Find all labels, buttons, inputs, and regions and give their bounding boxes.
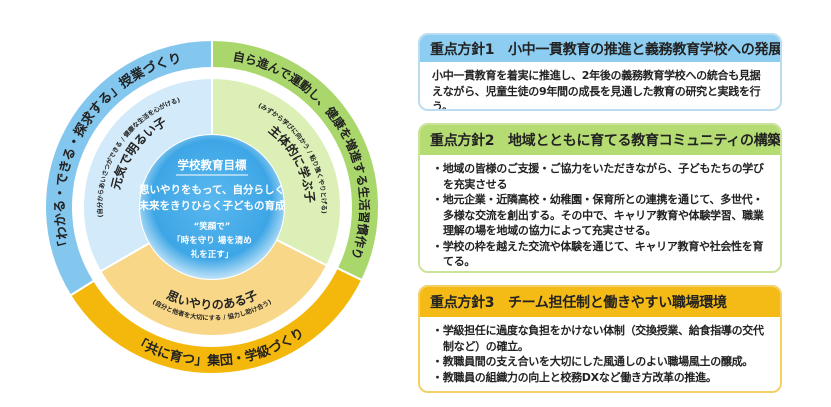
outer-segment-orange [69,266,364,375]
policy-item: 学校の枠を越えた交流や体験を通じて、キャリア教育や社会性を育てる。 [432,239,770,270]
goal-line-1: 思いやりをもって、自分らしく [139,183,285,196]
policy-title: 重点方針1 小中一貫教育の推進と義務教育学校への発展 [420,35,780,62]
policy-item: 学級担任に過度な負担をかけない体制（交換授業、給食指導の交代制など）の確立。 [432,323,770,354]
policy-item: 教職員の組織力の向上と校務DXなど働き方改革の推進。 [432,370,770,386]
policy-card-1: 重点方針1 小中一貫教育の推進と義務教育学校への発展 小中一貫教育を着実に推進し… [418,33,782,111]
policy-card-3: 重点方針3 チーム担任制と働きやすい職場環境 学級担任に過度な負担をかけない体制… [418,285,782,393]
motto-line-1: “笑顔で” [194,221,231,232]
center-heading: 学校教育目標 [178,158,247,172]
motto-line-2: 「時を守り 場を清め [172,235,251,246]
motto-line-3: 礼を正す」 [191,249,234,260]
policy-item: 地元企業・近隣高校・幼稚園・保育所との連携を通じて、多世代・多様な交流を創出する… [432,192,770,239]
center-circle [140,135,284,279]
policy-title: 重点方針3 チーム担任制と働きやすい職場環境 [420,287,780,317]
goal-line-2: 未来をきりひらく子どもの育成 [138,199,286,212]
policy-body: 小中一貫教育を着実に推進し、2年後の義務教育学校への統合も見据えながら、児童生徒… [420,62,780,109]
school-goal-wheel: 「わかる・できる・探求する」授業づくり 自ら進んで運動し、健康を増進する生活習慣… [44,38,380,375]
policy-item: 教職員間の支え合いを大切にした風通しのよい職場風土の醸成。 [432,354,770,370]
policy-title: 重点方針2 地域とともに育てる教育コミュニティの構築 [420,125,780,155]
policy-card-2: 重点方針2 地域とともに育てる教育コミュニティの構築 地域の皆様のご支援・ご協力… [418,123,782,273]
policy-item: 地域の皆様のご支援・ご協力をいただきながら、子どもたちの学びを充実させる [432,161,770,192]
